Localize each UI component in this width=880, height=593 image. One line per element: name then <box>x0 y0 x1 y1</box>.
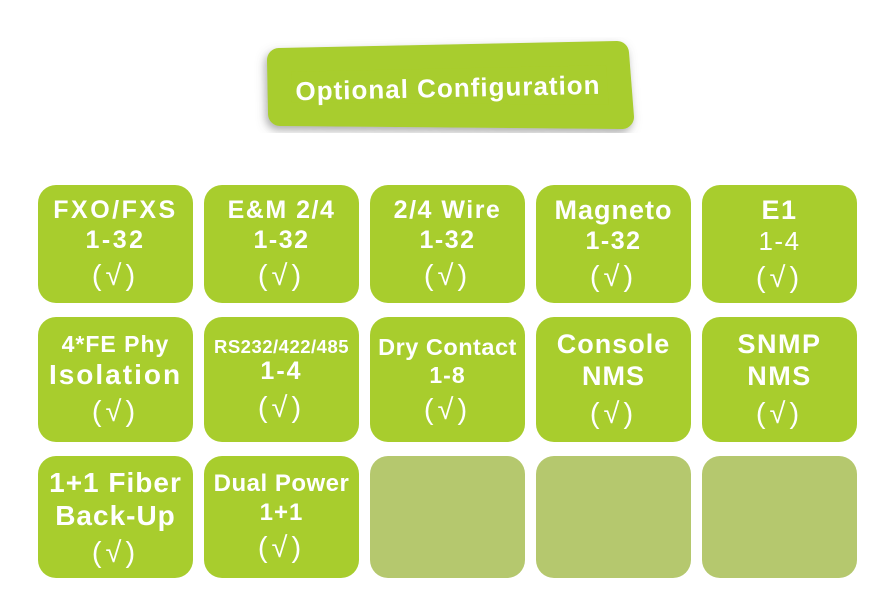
tile-title: RS232/422/485 <box>213 335 350 357</box>
tile-check-mark: (√) <box>91 396 140 429</box>
tile-count: 1-8 <box>429 361 466 388</box>
tile-dry-contact: Dry Contact 1-8 (√) <box>370 317 525 442</box>
tile-count: 1-4 <box>758 226 801 257</box>
tile-count: 1-32 <box>585 226 642 255</box>
tile-count: Isolation <box>48 359 183 391</box>
tile-2-4-wire: 2/4 Wire 1-32 (√) <box>370 185 525 303</box>
tile-check-mark: (√) <box>423 393 472 426</box>
tile-check-mark: (√) <box>257 260 306 293</box>
tile-console-nms: Console NMS (√) <box>536 317 691 442</box>
tile-check-mark: (√) <box>423 260 472 293</box>
banner-title: Optional Configuration <box>295 70 601 106</box>
tile-4fe-phy-isolation: 4*FE Phy Isolation (√) <box>38 317 193 442</box>
tile-fxo-fxs: FXO/FXS 1-32 (√) <box>38 185 193 303</box>
tile-check-mark: (√) <box>755 262 804 295</box>
tile-title: Magneto <box>554 195 673 226</box>
tile-empty-3 <box>702 456 857 578</box>
banner-shape <box>267 41 634 129</box>
tile-check-mark: (√) <box>91 260 140 293</box>
tile-magneto: Magneto 1-32 (√) <box>536 185 691 303</box>
tile-title: Dry Contact <box>378 333 517 360</box>
tile-title: Console <box>556 329 671 360</box>
tile-check-mark: (√) <box>755 398 804 431</box>
tile-check-mark: (√) <box>589 261 638 294</box>
tile-count: Back-Up <box>55 499 176 531</box>
tile-empty-1 <box>370 456 525 578</box>
tile-rs232-422-485: RS232/422/485 1-4 (√) <box>204 317 359 442</box>
tile-title: Dual Power <box>213 470 350 498</box>
tile-title: 1+1 Fiber <box>49 466 182 498</box>
tile-check-mark: (√) <box>257 532 306 565</box>
tile-title: FXO/FXS <box>53 196 178 225</box>
tile-count: 1+1 <box>259 498 304 526</box>
tile-1plus1-fiber-backup: 1+1 Fiber Back-Up (√) <box>38 456 193 578</box>
tile-e1: E1 1-4 (√) <box>702 185 857 303</box>
tile-check-mark: (√) <box>91 536 140 569</box>
tile-title: 2/4 Wire <box>393 196 502 225</box>
tile-count: NMS <box>747 361 812 392</box>
option-grid: FXO/FXS 1-32 (√) E&M 2/4 1-32 (√) 2/4 Wi… <box>38 185 857 578</box>
tile-title: SNMP <box>737 329 822 360</box>
tile-dual-power: Dual Power 1+1 (√) <box>204 456 359 578</box>
tile-em-2-4: E&M 2/4 1-32 (√) <box>204 185 359 303</box>
tile-check-mark: (√) <box>257 391 306 424</box>
tile-count: 1-4 <box>260 357 303 386</box>
tile-count: NMS <box>582 361 645 392</box>
tile-title: 4*FE Phy <box>61 331 170 358</box>
tile-check-mark: (√) <box>589 398 638 431</box>
tile-title: E&M 2/4 <box>227 196 336 225</box>
banner: Optional Configuration <box>267 41 634 129</box>
tile-empty-2 <box>536 456 691 578</box>
tile-count: 1-32 <box>419 225 476 254</box>
tile-count: 1-32 <box>85 225 146 254</box>
tile-count: 1-32 <box>253 225 310 254</box>
tile-title: E1 <box>761 194 798 225</box>
tile-snmp-nms: SNMP NMS (√) <box>702 317 857 442</box>
